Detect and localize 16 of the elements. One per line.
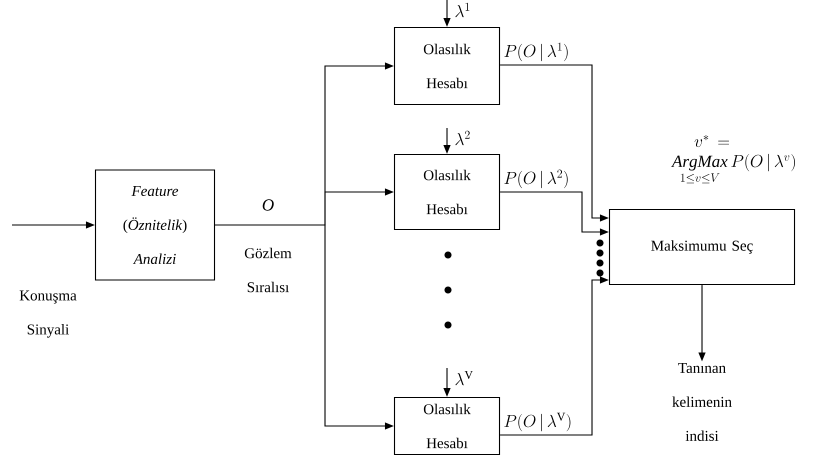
edge-label: $\lambda^{1}$ bbox=[455, 2, 470, 18]
edge-label: $P(O\,|\,\lambda^{1})$ bbox=[504, 42, 568, 62]
edge-label: $\lambda^{2}$ bbox=[455, 130, 470, 146]
label: Gözlem Sıralısı bbox=[244, 248, 292, 292]
formula: $v^{*} = \underset{1\leq v\leq V}{\mathit{ArgMax}}\,P(O\,|\,\lambda^{v})$ bbox=[671, 135, 795, 184]
label: O bbox=[262, 199, 274, 211]
process-box: Maksimumu Seç bbox=[608, 208, 796, 286]
process-box: Feature (Öznitelik) Analizi bbox=[94, 169, 216, 281]
process-box: Olasılık Hesabı bbox=[394, 154, 500, 230]
process-box: Olasılık Hesabı bbox=[394, 396, 500, 456]
edge-label: Konuşma Sinyali bbox=[20, 290, 77, 338]
edge-label: $P(O\,|\,\lambda^{2})$ bbox=[504, 170, 568, 188]
process-box: Olasılık Hesabı bbox=[394, 26, 500, 106]
edge-label: $\lambda^{\mathrm{V}}$ bbox=[455, 370, 473, 386]
edge-label: $P(O\,|\,\lambda^{\mathrm{V}})$ bbox=[504, 412, 570, 432]
output-text: Tanınan kelimenin indisi bbox=[672, 363, 732, 441]
